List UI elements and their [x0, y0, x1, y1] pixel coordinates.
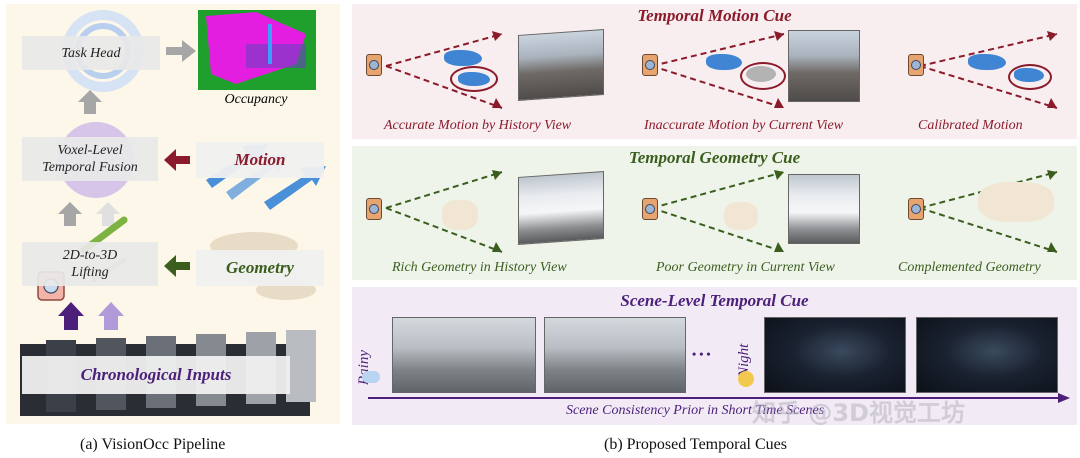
geometry-cue-panel: Temporal Geometry Cue Rich Geometry in H… [352, 146, 1077, 280]
motion-label: Motion [234, 150, 286, 169]
highlight-ring [1008, 64, 1052, 90]
lifting-label: 2D-to-3D Lifting [62, 248, 118, 280]
vehicle-blob [444, 50, 482, 66]
camera-icon [366, 198, 382, 220]
arrow-grey [58, 40, 196, 226]
arrow-geometry [164, 255, 190, 277]
night-label: Night [736, 343, 752, 377]
arrow-motion [164, 149, 190, 171]
watermark: 知乎 @3D视觉工坊 [752, 399, 965, 427]
camera-icon [366, 54, 382, 76]
arrow-input-light [98, 302, 124, 330]
current-view-photo [788, 30, 860, 102]
geometry-cloud [442, 200, 478, 230]
highlight-ring [740, 62, 786, 90]
inputs-label: Chronological Inputs [80, 365, 232, 384]
vehicle-blob [706, 54, 742, 70]
geometry-caption-1: Rich Geometry in History View [392, 260, 567, 275]
moon-icon [738, 371, 754, 387]
motion-cue-panel: Temporal Motion Cue Accurate Motion by H… [352, 4, 1077, 139]
geometry-label: Geometry [226, 258, 294, 277]
rain-cloud-icon [362, 371, 380, 383]
geometry-cloud [724, 202, 758, 230]
vehicle-blob [968, 54, 1006, 70]
task-head-label: Task Head [61, 45, 121, 61]
scene-consistency-caption: Scene Consistency Prior in Short Time Sc… [566, 403, 825, 418]
rainy-frame-2 [544, 317, 686, 393]
scene-cue-title: Scene-Level Temporal Cue [620, 291, 809, 310]
ellipsis: • • • [692, 347, 711, 361]
arrow-input [58, 302, 84, 330]
motion-cue-title: Temporal Motion Cue [637, 6, 792, 25]
motion-arrows-dashed [385, 31, 1058, 109]
motion-box: Motion [196, 142, 324, 178]
occupancy-map [198, 10, 316, 90]
lifting-box: 2D-to-3D Lifting [22, 242, 158, 286]
right-caption: (b) Proposed Temporal Cues [604, 436, 787, 453]
current-view-photo [788, 174, 860, 244]
camera-icon [908, 198, 924, 220]
history-view-photo [518, 28, 604, 102]
occupancy-label: Occupancy [224, 92, 288, 107]
camera-icon [908, 54, 924, 76]
night-frame-1 [764, 317, 906, 393]
rainy-frame-1 [392, 317, 536, 393]
motion-caption-1: Accurate Motion by History View [384, 118, 572, 133]
night-frame-2 [916, 317, 1058, 393]
geometry-caption-2: Poor Geometry in Current View [656, 260, 835, 275]
inputs-box: Chronological Inputs [22, 356, 290, 394]
motion-caption-3: Calibrated Motion [918, 118, 1023, 133]
camera-icon [642, 198, 658, 220]
task-head-box: Task Head [22, 36, 160, 70]
geometry-box: Geometry [196, 250, 324, 286]
camera-icon [642, 54, 658, 76]
time-axis-arrow [368, 393, 1070, 403]
geometry-cloud [978, 182, 1054, 222]
fusion-box: Voxel-Level Temporal Fusion [22, 137, 158, 181]
history-view-photo [518, 170, 604, 246]
left-caption: (a) VisionOcc Pipeline [80, 436, 226, 453]
geometry-cue-title: Temporal Geometry Cue [628, 148, 801, 167]
highlight-ring [450, 66, 498, 92]
motion-caption-2: Inaccurate Motion by Current View [644, 118, 844, 133]
geometry-caption-3: Complemented Geometry [898, 260, 1041, 275]
scene-cue-panel: Scene-Level Temporal Cue Rainy • • • Nig… [352, 287, 1077, 427]
fusion-label: Voxel-Level Temporal Fusion [42, 143, 138, 175]
